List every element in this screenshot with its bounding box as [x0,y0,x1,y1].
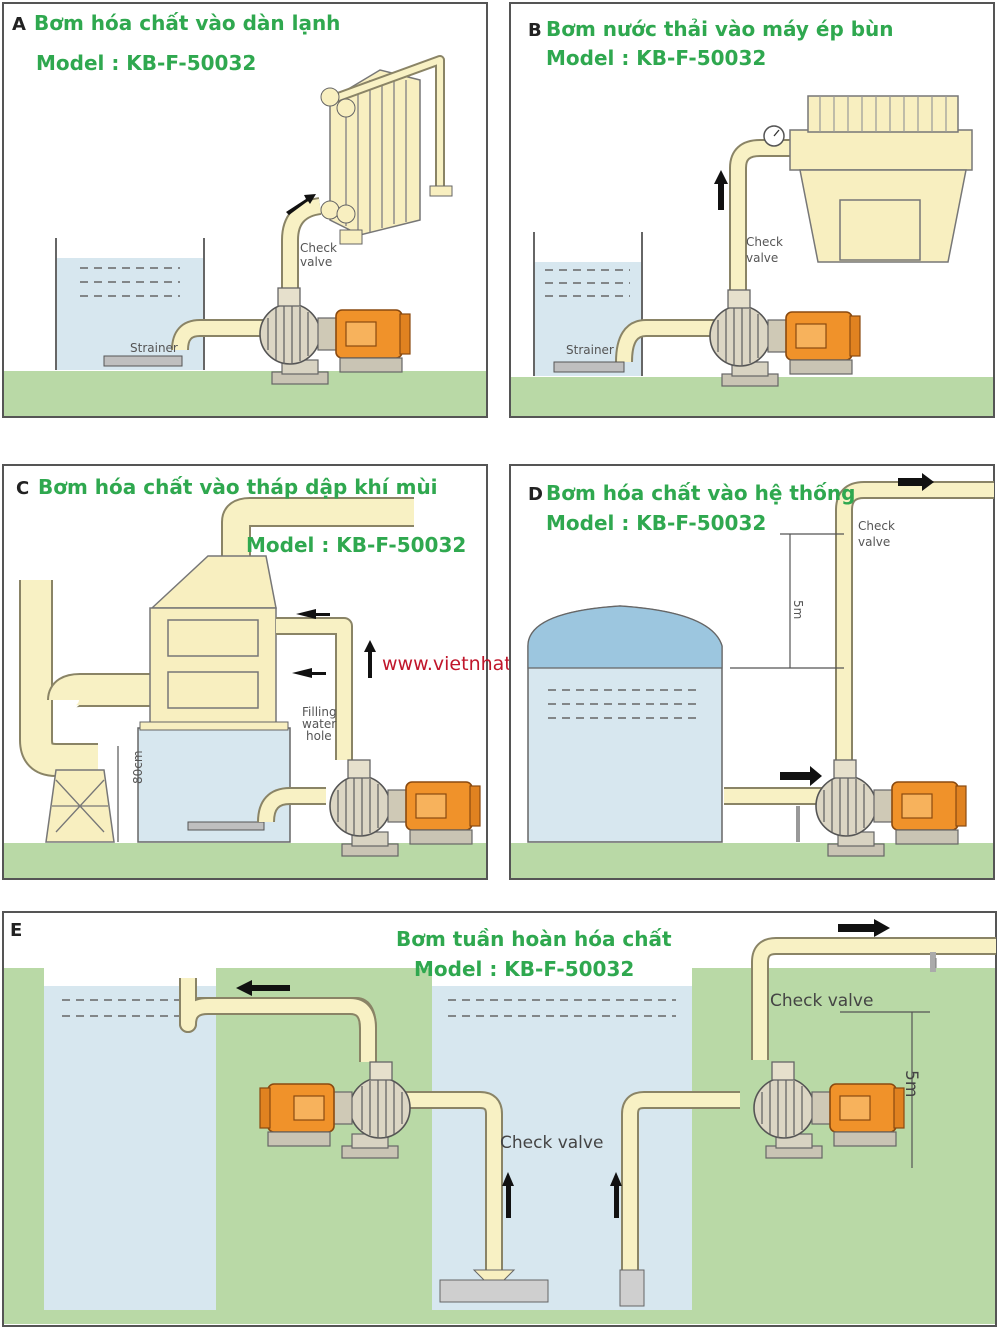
filling-label: Filling [302,705,337,719]
panel-model: Model : KB-F-50032 [414,957,634,981]
filling-label: hole [306,729,332,743]
panel-title: Bơm hóa chất vào tháp dập khí mùi [38,475,438,499]
ground [511,843,993,878]
flow-arrow-icon [780,766,822,786]
ground [4,968,44,1324]
panel-c: C Bơm hóa chất vào tháp dập khí mùi Mode… [2,464,605,880]
panel-b: B Bơm nước thải vào máy ép bùn Model : K… [509,2,995,418]
panel-title: Bơm hóa chất vào dàn lạnh [34,11,340,35]
panel-model: Model : KB-F-50032 [546,511,766,535]
panel-model: Model : KB-F-50032 [246,533,466,557]
height-label: 80cm [131,750,145,784]
panel-title: Bơm hóa chất vào hệ thống [546,481,855,505]
panel-model: Model : KB-F-50032 [546,46,766,70]
strainer-label: Strainer [566,343,614,357]
check-valve-label: valve [746,251,778,265]
panel-title: Bơm nước thải vào máy ép bùn [546,17,894,41]
strainer-icon [439,1279,549,1303]
flow-arrow-icon [718,180,724,210]
check-valve-label: valve [858,535,890,549]
panel-letter: A [12,14,26,35]
panel-a: A Bơm hóa chất vào dàn lạnh Model : KB-F… [2,2,488,418]
height-label: 5m [791,600,805,619]
panel-title: Bơm tuần hoàn hóa chất [396,927,672,951]
panel-model: Model : KB-F-50032 [36,51,256,75]
check-valve-label: Check valve [770,991,873,1011]
check-valve-label: valve [300,255,332,269]
strainer-icon [103,355,183,367]
check-valve-label: Check [858,519,895,533]
check-valve-label: Check [300,241,337,255]
scrubber-tower [137,497,414,843]
flow-arrow-icon [236,980,290,996]
height-label: 5m [901,1070,921,1097]
panel-d: D Bơm hóa chất vào hệ thống Model : KB-F… [509,464,995,880]
panel-letter: D [528,484,543,505]
strainer-icon [553,361,625,373]
heat-exchanger [320,55,453,245]
tank-water [44,986,216,1310]
tank-water [56,258,204,370]
strainer-label: Strainer [130,341,178,355]
flow-arrow-icon [286,194,316,215]
filling-label: water [302,717,336,731]
panel-letter: B [528,20,542,41]
panel-letter: E [10,920,22,941]
filter-press [763,95,973,263]
check-valve-label: Check [746,235,783,249]
ground [4,371,486,416]
panel-e: E Bơm tuần hoàn hóa chất Model : KB-F-50… [2,911,997,1327]
ground [4,843,486,878]
panel-letter: C [16,478,29,499]
check-valve-label: Check valve [500,1133,603,1153]
